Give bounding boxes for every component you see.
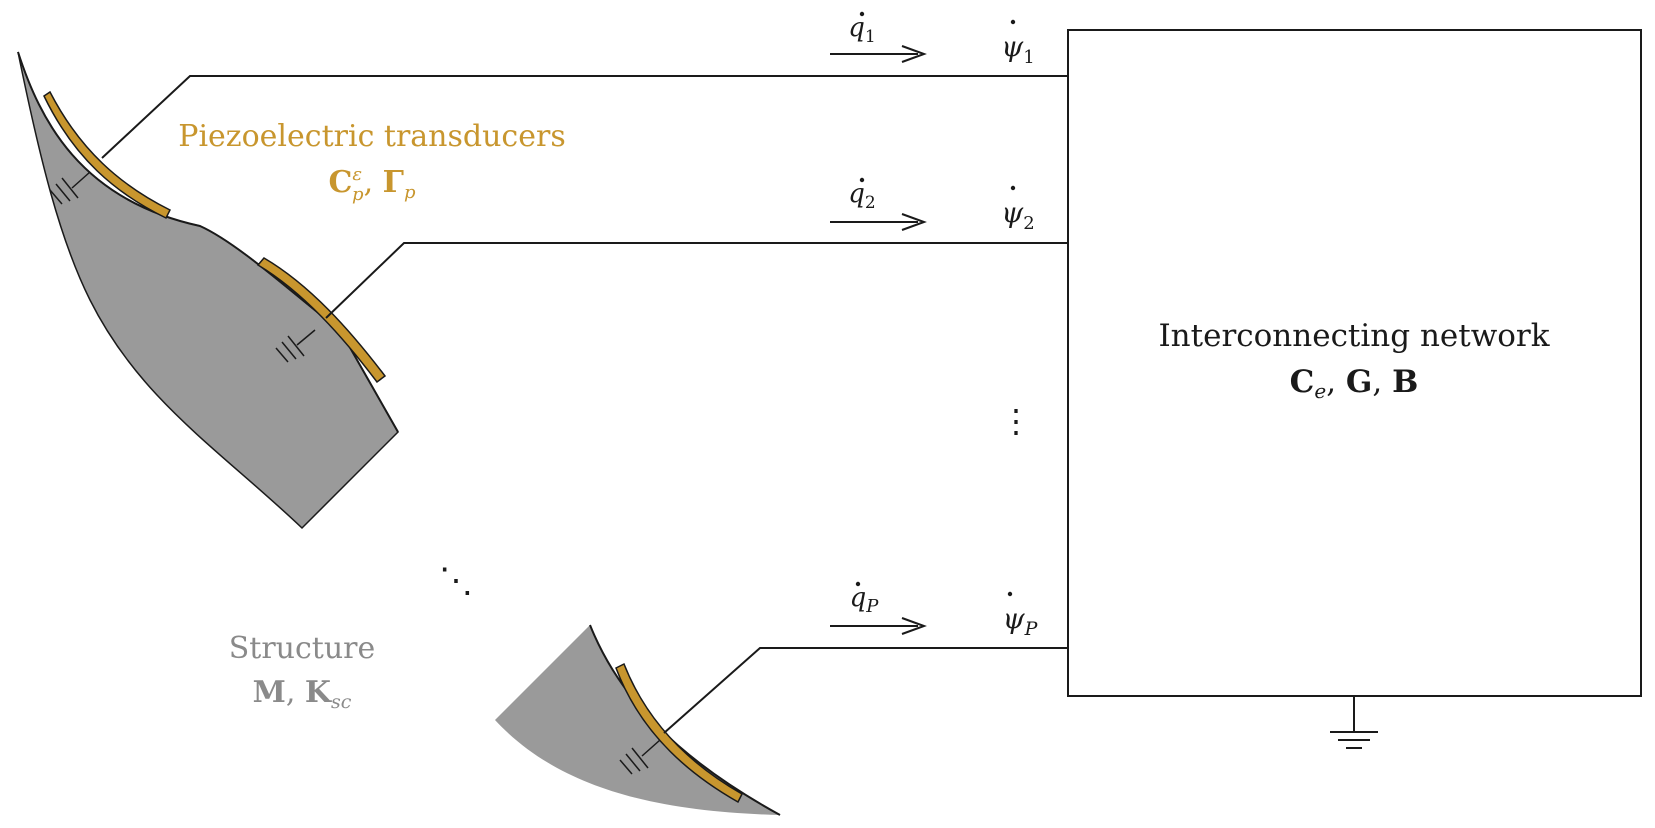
ground-symbol-P — [619, 739, 661, 775]
arrow-qP — [830, 617, 927, 635]
ground-symbol-2 — [275, 329, 316, 363]
wire-port-P — [663, 647, 1068, 734]
dot-psi1 — [1010, 19, 1016, 25]
svg-text:qP: qP — [850, 583, 880, 617]
structure-body-lower — [495, 624, 781, 816]
piezo-title: Piezoelectric transducers — [178, 119, 565, 154]
svg-text:ψ1: ψ1 — [1001, 30, 1034, 68]
transducer-strip-3 — [615, 662, 743, 804]
dot-q2 — [859, 177, 865, 183]
label-psiP: ψP — [1003, 591, 1039, 640]
structure-fill-lower — [495, 625, 780, 815]
arrow-q1 — [830, 45, 927, 63]
dot-q1 — [859, 11, 865, 17]
ground-symbol-1 — [49, 171, 91, 205]
network-params: Ce, G, B — [1290, 364, 1419, 403]
label-psi1: ψ1 — [1001, 19, 1035, 68]
structure-body-upper — [17, 51, 399, 530]
dot-psi2 — [1010, 185, 1016, 191]
wire-port-1 — [101, 75, 1068, 159]
svg-text:ψ2: ψ2 — [1001, 196, 1034, 234]
label-q1: q1 — [848, 11, 876, 47]
label-psi2: ψ2 — [1001, 185, 1035, 234]
label-qP: qP — [850, 581, 880, 617]
structure-title: Structure — [229, 631, 376, 666]
svg-text:q1: q1 — [848, 13, 875, 47]
dot-psiP — [1007, 591, 1013, 597]
structure-params: M, Ksc — [253, 675, 352, 713]
network-ground-symbol — [1330, 696, 1378, 749]
network-box — [1067, 29, 1642, 697]
wire-port-2 — [325, 242, 1068, 319]
svg-text:q2: q2 — [848, 179, 875, 213]
svg-text:ψP: ψP — [1003, 602, 1039, 640]
label-q2: q2 — [848, 177, 876, 213]
network-title: Interconnecting network — [1158, 318, 1549, 354]
arrow-q2 — [830, 213, 927, 231]
vdots: ⋮ — [1000, 402, 1032, 440]
transducer-strip-2 — [256, 257, 387, 384]
transducer-strip-1 — [43, 90, 172, 220]
ddots: ⋱ — [439, 561, 473, 601]
dot-qP — [855, 581, 861, 587]
structure-edge-upper-top — [17, 51, 399, 433]
